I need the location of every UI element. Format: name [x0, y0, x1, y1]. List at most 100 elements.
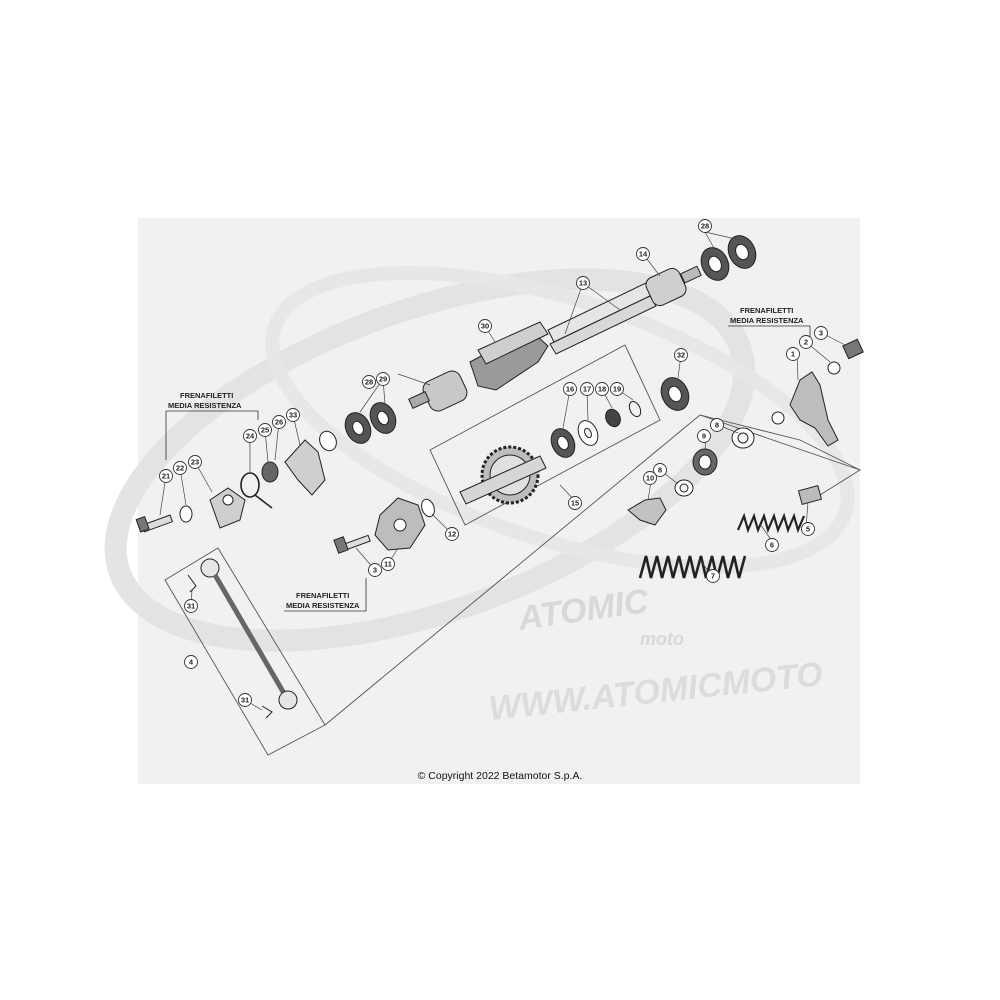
- bushing-18: [605, 408, 621, 428]
- callout-number: 25: [261, 426, 269, 435]
- pin-5: [797, 485, 823, 505]
- callout-6: 6: [765, 538, 779, 552]
- callout-13: 13: [576, 276, 590, 290]
- lever-10: [627, 497, 667, 526]
- callout-28: 28: [698, 219, 712, 233]
- note-threadlocker-bottom: FRENAFILETTI MEDIA RESISTENZA: [284, 578, 367, 612]
- callout-circle: [445, 527, 459, 541]
- callout-circle: [184, 655, 198, 669]
- callout-circle: [706, 569, 720, 583]
- callout-number: 10: [646, 474, 654, 483]
- callout-circle: [238, 693, 252, 707]
- callout-circle: [286, 408, 300, 422]
- watermark-swoosh: [265, 265, 855, 575]
- callout-number: 12: [448, 530, 456, 539]
- callout-circle: [362, 375, 376, 389]
- shift-arm-30: [469, 321, 549, 391]
- callout-31: 31: [238, 693, 252, 707]
- callout-18: 18: [595, 382, 609, 396]
- pin-31-bottom: [261, 705, 273, 719]
- callout-circle: [799, 335, 813, 349]
- bolt-21: [135, 514, 174, 533]
- note-line: MEDIA RESISTENZA: [168, 401, 242, 410]
- callout-circle: [765, 538, 779, 552]
- callout-17: 17: [580, 382, 594, 396]
- callout-number: 7: [711, 572, 715, 581]
- callout-33: 33: [286, 408, 300, 422]
- callout-circle: [674, 348, 688, 362]
- lever-23: [209, 487, 246, 529]
- watermark-sub: moto: [640, 629, 684, 649]
- callout-8: 8: [710, 418, 724, 432]
- bolt-3: [333, 534, 371, 554]
- callout-number: 18: [598, 385, 606, 394]
- callout-25: 25: [258, 423, 272, 437]
- part-9: [692, 448, 718, 476]
- callout-circle: [643, 471, 657, 485]
- callout-number: 24: [246, 432, 255, 441]
- callout-19: 19: [610, 382, 624, 396]
- callout-number: 6: [770, 541, 774, 550]
- washer-33: [319, 430, 337, 452]
- callout-12: 12: [445, 527, 459, 541]
- pin-31-top: [187, 574, 197, 593]
- leader-line: [324, 414, 862, 726]
- washer-12: [421, 498, 435, 518]
- callout-circle: [576, 276, 590, 290]
- callout-31: 31: [184, 599, 198, 613]
- callout-circle: [563, 382, 577, 396]
- callout-number: 33: [289, 411, 297, 420]
- drum-14: [645, 265, 702, 307]
- star-wheel-11: [374, 497, 426, 551]
- callout-29: 29: [376, 372, 390, 386]
- callout-number: 11: [384, 560, 392, 569]
- callout-15: 15: [568, 496, 582, 510]
- callout-5: 5: [801, 522, 815, 536]
- bearing-28-mid: [344, 402, 397, 444]
- spring-6: [736, 512, 806, 534]
- callout-circle: [272, 415, 286, 429]
- callout-circle: [610, 382, 624, 396]
- callout-24: 24: [243, 429, 257, 443]
- callout-number: 5: [806, 525, 810, 534]
- callout-circle: [159, 469, 173, 483]
- spring-24: [240, 472, 273, 509]
- callout-21: 21: [159, 469, 173, 483]
- bearing-32: [660, 377, 690, 411]
- shift-rod-4: [200, 558, 298, 710]
- callout-8: 8: [653, 463, 667, 477]
- callout-3: 3: [814, 326, 828, 340]
- callout-circle: [801, 522, 815, 536]
- callout-circle: [786, 347, 800, 361]
- parts: [135, 235, 864, 719]
- callout-11: 11: [381, 557, 395, 571]
- group-box-15: [429, 344, 661, 526]
- washer-17: [577, 420, 599, 446]
- callout-3: 3: [368, 563, 382, 577]
- callout-number: 23: [191, 458, 199, 467]
- callout-circle: [595, 382, 609, 396]
- callout-1: 1: [786, 347, 800, 361]
- note-line: FRENAFILETTI: [296, 591, 349, 600]
- callout-circle: [376, 372, 390, 386]
- callout-circle: [568, 496, 582, 510]
- callout-number: 28: [701, 222, 709, 231]
- gear-shaft-15: [459, 445, 547, 505]
- washer-8-lower: [674, 479, 694, 497]
- callout-23: 23: [188, 455, 202, 469]
- callout-circle: [243, 429, 257, 443]
- callout-circle: [258, 423, 272, 437]
- callout-number: 29: [379, 375, 387, 384]
- callout-number: 9: [702, 432, 706, 441]
- note-threadlocker-right: FRENAFILETTI MEDIA RESISTENZA: [728, 306, 811, 338]
- callout-number: 32: [677, 351, 685, 360]
- callout-4: 4: [184, 655, 198, 669]
- callout-circle: [698, 219, 712, 233]
- callout-number: 21: [162, 472, 170, 481]
- callout-number: 31: [241, 696, 249, 705]
- callout-9: 9: [697, 429, 711, 443]
- callout-number: 22: [176, 464, 184, 473]
- callout-number: 8: [715, 421, 719, 430]
- callout-number: 3: [373, 566, 377, 575]
